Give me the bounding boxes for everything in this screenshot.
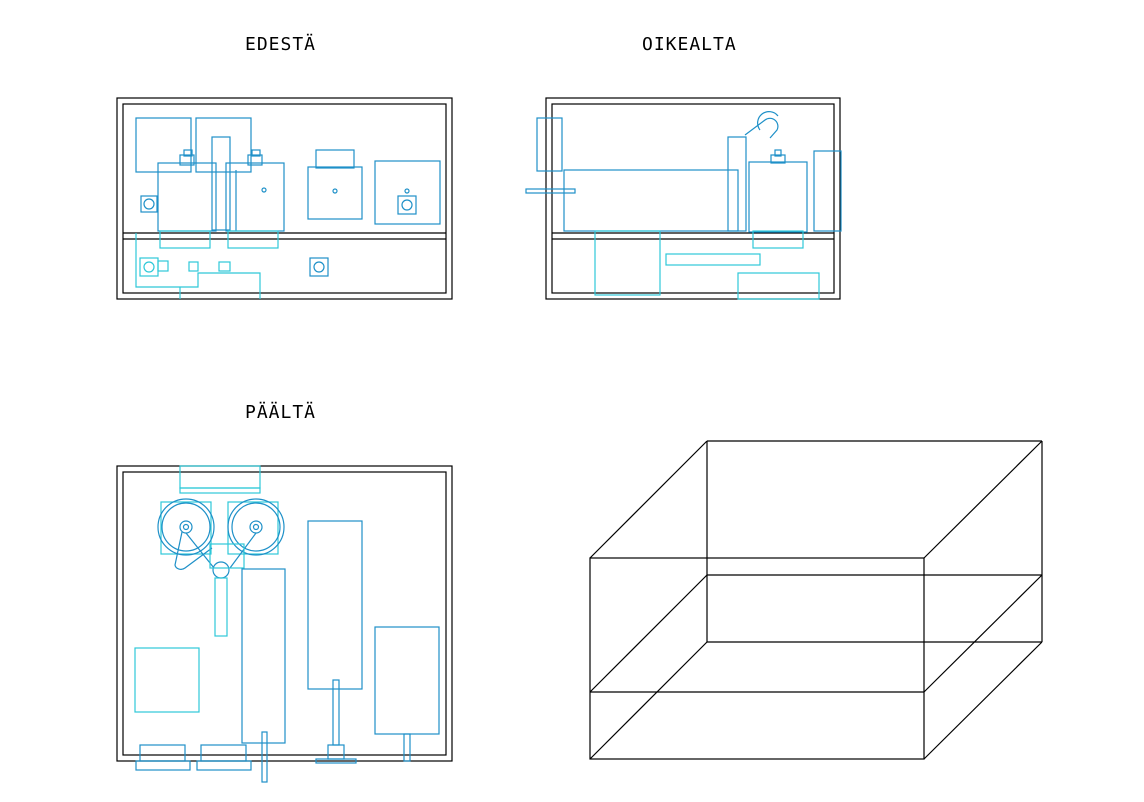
front-view [116, 97, 453, 300]
front-view-label: EDESTÄ [245, 34, 316, 55]
front-components [135, 117, 441, 299]
front-frame [116, 97, 453, 300]
top-frame [116, 465, 453, 762]
top-view [116, 465, 453, 783]
right-view [525, 97, 842, 300]
right-components [525, 111, 842, 300]
right-frame [545, 97, 841, 300]
top-view-label: PÄÄLTÄ [245, 402, 316, 423]
top-components [134, 465, 440, 783]
isometric-view [589, 440, 1043, 760]
right-view-label: OIKEALTA [642, 34, 737, 55]
